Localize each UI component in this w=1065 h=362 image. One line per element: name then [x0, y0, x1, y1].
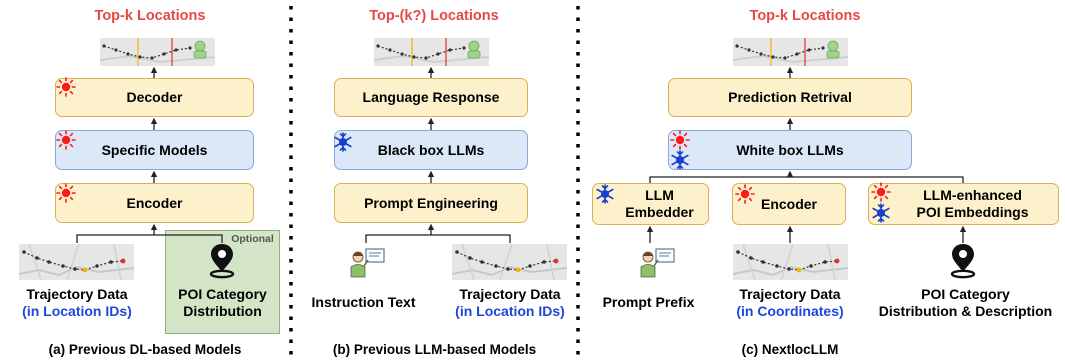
- traj-label-a: Trajectory Data: [26, 286, 128, 302]
- llm-embedder-label-1: LLM: [645, 187, 674, 203]
- top-trajectory-thumbnail-a: [99, 37, 216, 67]
- poi-embeddings-box: LLM-enhanced POI Embeddings: [868, 183, 1059, 225]
- decoder-label: Decoder: [126, 89, 183, 105]
- bracket-b: [365, 234, 511, 243]
- decoder-box: Decoder: [55, 78, 254, 117]
- poi-label-a-1: POI Category: [178, 286, 267, 302]
- traj-sub-c: (in Coordinates): [736, 303, 844, 319]
- prompt-prefix-label: Prompt Prefix: [602, 294, 695, 310]
- traj-label-b: Trajectory Data: [459, 286, 561, 302]
- prediction-retrival-box: Prediction Retrival: [668, 78, 912, 117]
- language-response-box: Language Response: [334, 78, 528, 117]
- sun-icon: [871, 182, 891, 202]
- sun-icon: [56, 130, 76, 150]
- trajectory-thumbnail-b: [451, 243, 568, 281]
- llm-embedder-box: LLM Embedder: [592, 183, 709, 225]
- snowflake-icon: [596, 184, 614, 204]
- sun-icon: [670, 130, 690, 150]
- caption-a: (a) Previous DL-based Models: [48, 342, 242, 357]
- white-box-llms-label: White box LLMs: [736, 141, 844, 158]
- sun-icon: [56, 77, 76, 97]
- panel-b-title: Top-(k?) Locations: [369, 8, 499, 24]
- optional-region: [165, 230, 280, 334]
- llm-embedder-label-2: Embedder: [625, 204, 694, 220]
- poi-embeddings-label-2: POI Embeddings: [916, 204, 1029, 220]
- sun-icon: [735, 184, 755, 204]
- panel-a-title: Top-k Locations: [94, 8, 206, 24]
- traj-sub-b: (in Location IDs): [455, 303, 565, 319]
- panel-c-title: Top-k Locations: [749, 8, 861, 24]
- snowflake-icon: [872, 203, 890, 223]
- sun-icon: [56, 183, 76, 203]
- white-box-llms-box: White box LLMs: [668, 130, 912, 170]
- caption-c: (c) NextlocLLM: [741, 342, 839, 357]
- encoder-box-a: Encoder: [55, 183, 254, 223]
- prompt-engineering-box: Prompt Engineering: [334, 183, 528, 223]
- specific-models-box: Specific Models: [55, 130, 254, 170]
- language-response-label: Language Response: [362, 89, 500, 105]
- prompt-engineering-label: Prompt Engineering: [364, 194, 498, 211]
- trajectory-thumbnail-c: [732, 243, 849, 281]
- traj-label-c: Trajectory Data: [739, 286, 841, 302]
- poi-embeddings-label-1: LLM-enhanced: [923, 187, 1022, 203]
- caption-b: (b) Previous LLM-based Models: [332, 342, 537, 357]
- encoder-box-c: Encoder: [732, 183, 846, 225]
- map-pin-icon: [209, 242, 235, 279]
- poi-label-c-2: Distribution & Description: [878, 303, 1053, 319]
- black-box-llms-label: Black box LLMs: [377, 141, 485, 158]
- top-trajectory-thumbnail-c: [732, 37, 849, 67]
- traj-sub-a: (in Location IDs): [22, 303, 132, 319]
- snowflake-icon: [334, 132, 352, 152]
- optional-label: Optional: [231, 233, 274, 245]
- snowflake-icon: [671, 150, 689, 170]
- top-trajectory-thumbnail-b: [373, 37, 490, 67]
- map-pin-icon: [950, 242, 976, 279]
- encoder-label-a: Encoder: [126, 194, 183, 211]
- bracket-a: [76, 234, 223, 243]
- black-box-llms-box: Black box LLMs: [334, 130, 528, 170]
- instruction-text-label: Instruction Text: [311, 294, 416, 310]
- poi-label-a-2: Distribution: [183, 303, 262, 319]
- specific-models-label: Specific Models: [101, 141, 208, 158]
- person-icon: [350, 248, 385, 278]
- poi-label-c-1: POI Category: [921, 286, 1010, 302]
- bracket-c: [649, 176, 964, 183]
- encoder-label-c: Encoder: [760, 195, 817, 212]
- trajectory-thumbnail-a: [18, 243, 135, 281]
- prediction-retrival-label: Prediction Retrival: [728, 89, 852, 105]
- person-icon: [640, 248, 675, 278]
